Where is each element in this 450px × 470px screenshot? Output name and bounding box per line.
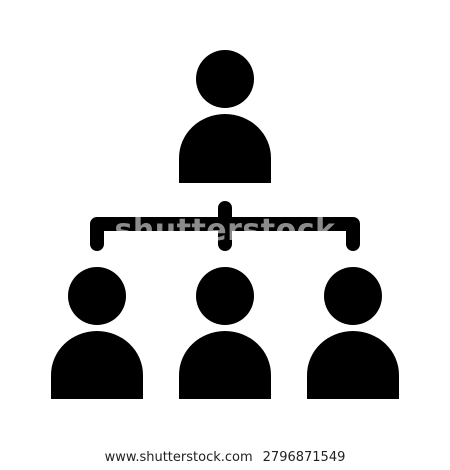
connector-lines: [90, 201, 360, 251]
team-member-center-icon: [179, 267, 271, 399]
footer-image-id: 2796871549: [262, 450, 346, 465]
manager-person-icon: [179, 50, 271, 183]
footer-site: www.shutterstock.com: [104, 450, 253, 465]
team-member-left-icon: [51, 267, 143, 399]
team-member-right-icon: [307, 267, 399, 399]
footer-bar: www.shutterstock.com 2796871549: [0, 445, 450, 470]
